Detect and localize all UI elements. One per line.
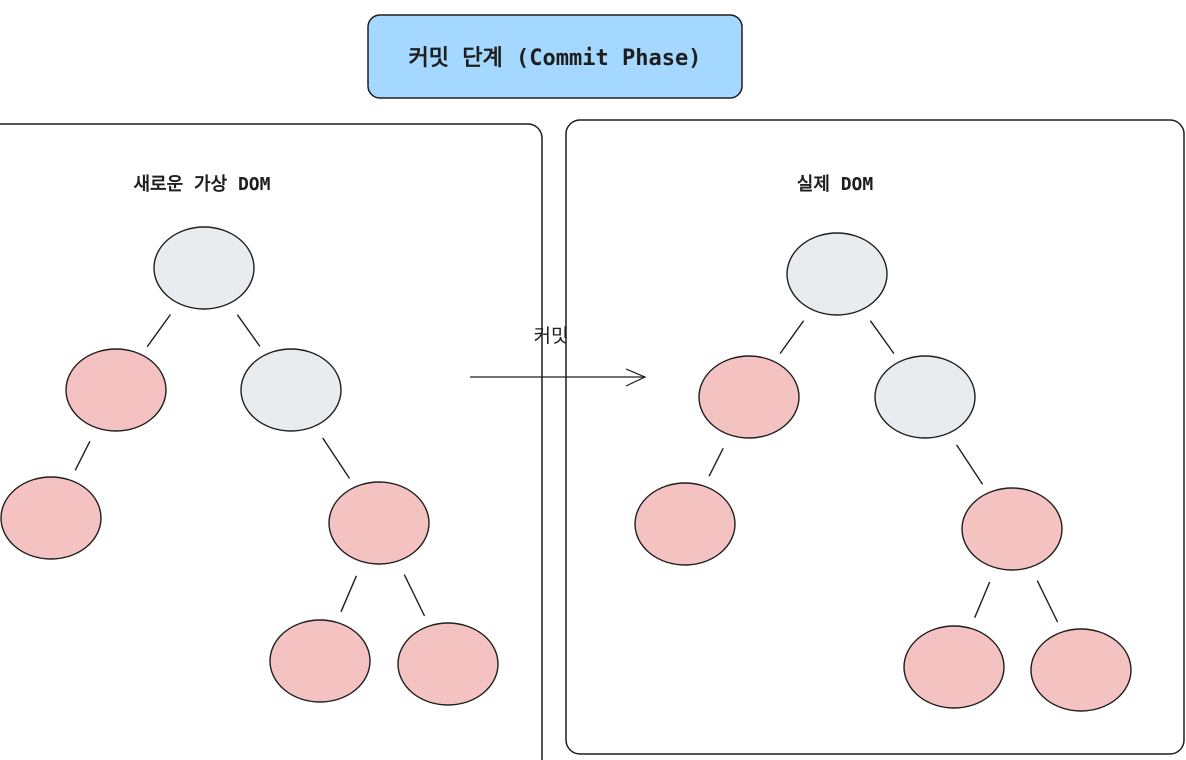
panel-right-title: 실제 DOM [797,174,874,195]
diagram-title: 커밋 단계 (Commit Phase) [409,46,702,71]
panel-right-frame [565,119,1185,755]
tree-node-unchanged [240,348,342,432]
tree-node-changed [328,481,430,565]
tree-edge [870,320,895,354]
tree-edge [974,581,991,618]
tree-node-changed [1030,628,1132,712]
tree-node-unchanged [153,226,255,310]
commit-arrow: 커밋 [470,325,647,387]
tree-node-changed [903,625,1005,709]
tree-edge [74,441,91,471]
title-box-shape [367,14,743,99]
tree-edge [956,444,983,485]
real-dom-tree [634,232,1132,712]
tree-edge [146,314,171,347]
tree-edge [403,574,425,617]
tree-node-changed [0,476,102,560]
title-box: 커밋 단계 (Commit Phase) [367,14,743,99]
tree-node-changed [634,482,736,566]
commit-arrow-label: 커밋 [534,325,569,347]
tree-node-changed [397,622,499,706]
panel-right: 실제 DOM [565,119,1185,755]
tree-edge [340,575,357,612]
tree-edge [1036,580,1059,623]
tree-node-changed [65,348,167,432]
tree-node-unchanged [874,355,976,439]
tree-node-unchanged [786,232,888,316]
panel-left-title: 새로운 가상 DOM [134,174,271,195]
tree-node-changed [698,355,800,439]
virtual-dom-tree [0,226,499,706]
tree-edge [322,437,350,479]
panel-left-frame [0,123,543,760]
tree-node-changed [961,487,1063,571]
tree-edge [779,320,804,354]
panel-left: 새로운 가상 DOM [0,123,543,760]
commit-arrow-head [625,368,647,387]
tree-node-changed [269,619,371,703]
tree-edge [708,448,724,477]
tree-edge [236,314,261,347]
